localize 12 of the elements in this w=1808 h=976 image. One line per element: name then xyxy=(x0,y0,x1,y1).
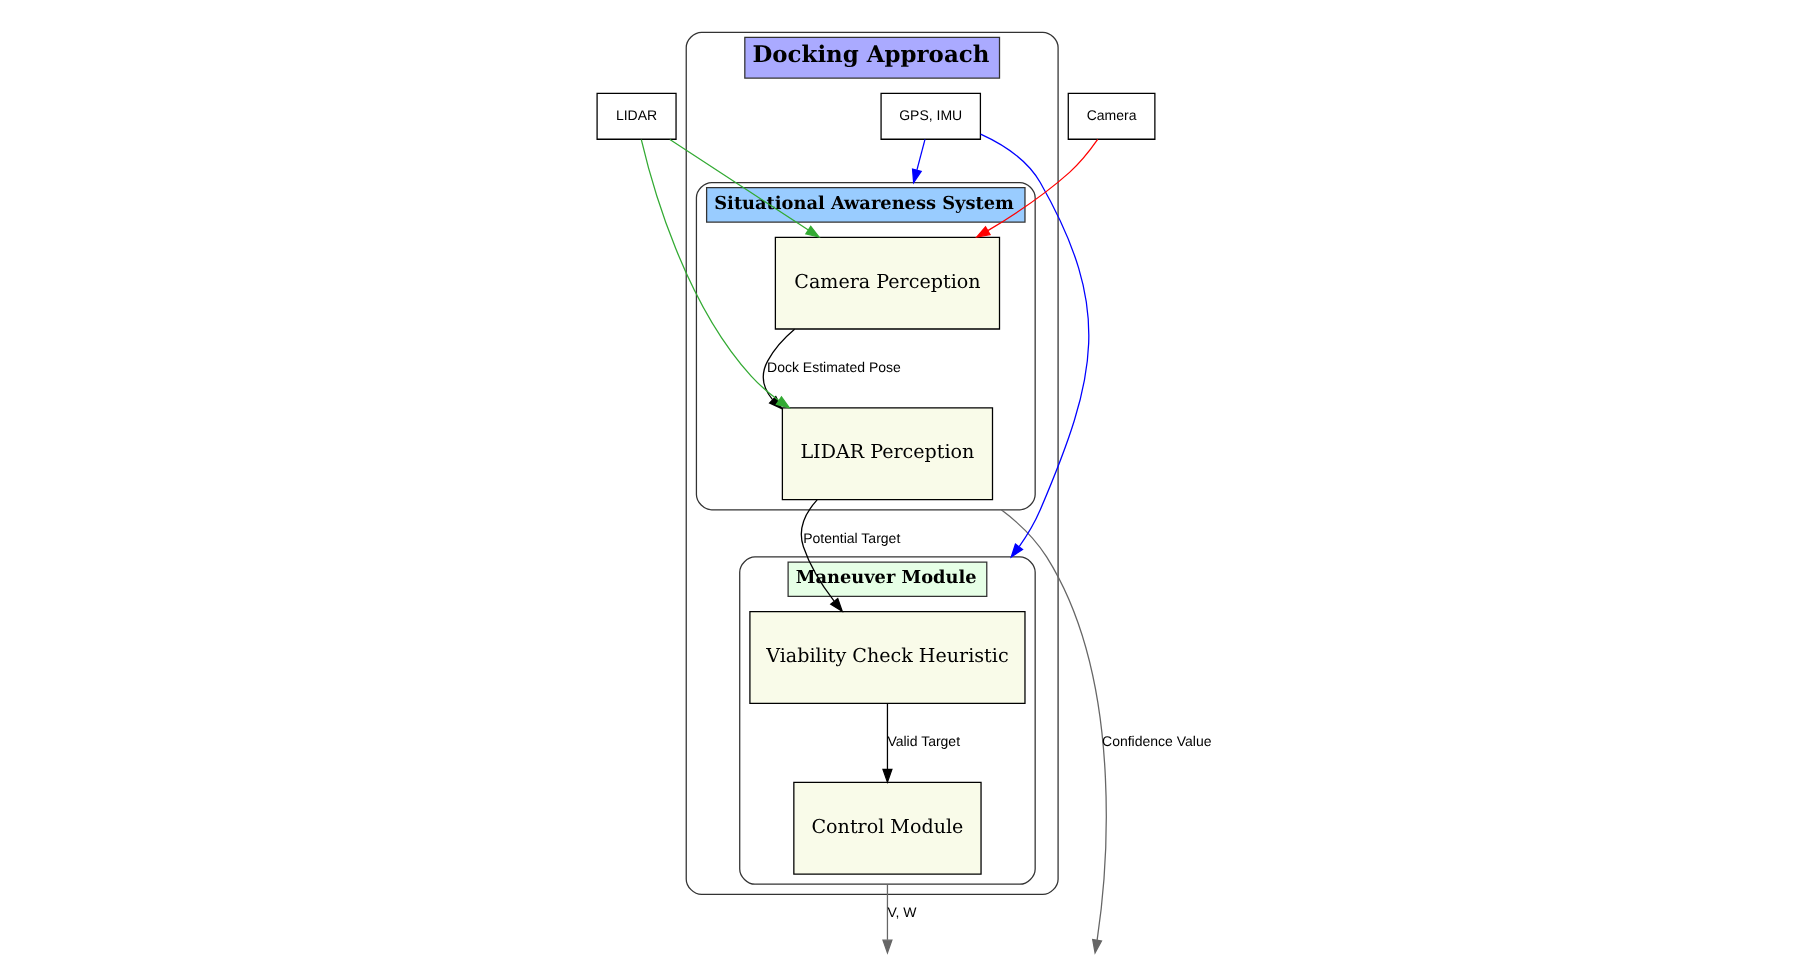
node-box: Viability Check Heuristic xyxy=(749,611,1026,705)
arrow xyxy=(800,499,844,613)
node-box: Control Module xyxy=(793,781,982,875)
node-box: Camera Perception xyxy=(774,236,1001,330)
arrow xyxy=(882,702,893,785)
arrow xyxy=(1000,509,1107,955)
arrow xyxy=(669,138,821,239)
arrow xyxy=(975,138,1099,239)
arrow xyxy=(980,133,1090,559)
arrow xyxy=(911,138,926,185)
arrow xyxy=(882,883,893,955)
node-box: LIDAR Perception xyxy=(781,407,994,501)
